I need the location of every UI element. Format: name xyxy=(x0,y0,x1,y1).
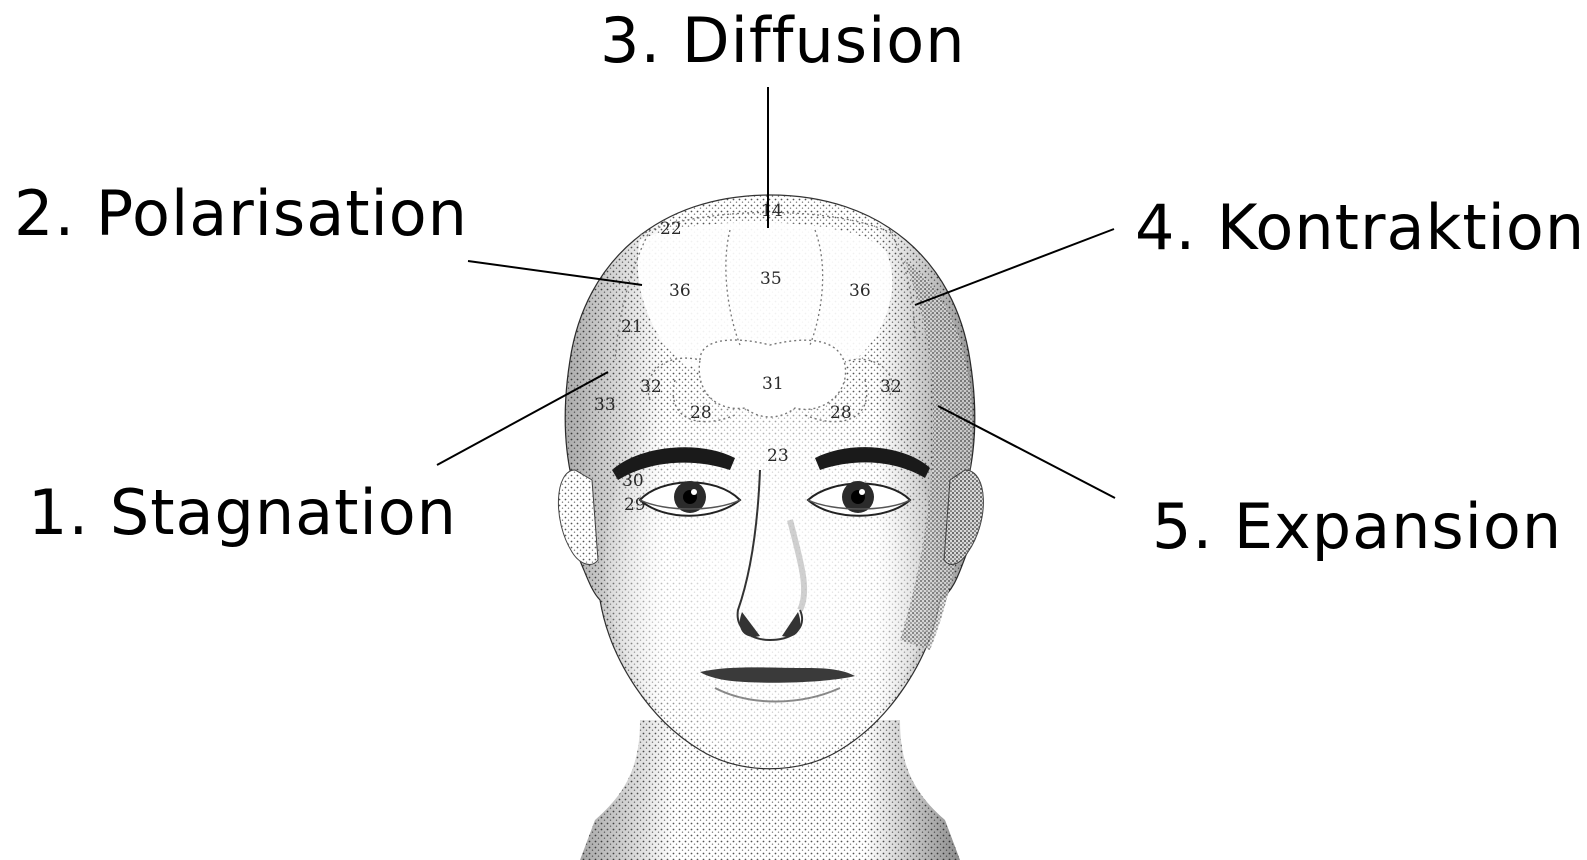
region-number: 21 xyxy=(621,317,643,337)
region-number: 22 xyxy=(660,219,682,239)
stage-label-expansion: 5. Expansion xyxy=(1152,496,1562,558)
region-number: 23 xyxy=(767,446,789,466)
region-number: 36 xyxy=(849,281,871,301)
stage-label-polarisation: 2. Polarisation xyxy=(14,183,468,245)
stage-label-kontraktion: 4. Kontraktion xyxy=(1135,197,1585,259)
region-number: 35 xyxy=(760,269,782,289)
region-number: 31 xyxy=(762,374,784,394)
region-number: 32 xyxy=(880,377,902,397)
region-number: 28 xyxy=(690,403,712,423)
region-number: 14 xyxy=(761,201,783,221)
region-number: 32 xyxy=(640,377,662,397)
leader-line-kontraktion xyxy=(915,229,1114,305)
stage-label-diffusion: 3. Diffusion xyxy=(600,10,966,72)
region-number: 28 xyxy=(830,403,852,423)
stage-label-stagnation: 1. Stagnation xyxy=(28,482,457,544)
region-number: 33 xyxy=(594,395,616,415)
region-number: 36 xyxy=(669,281,691,301)
